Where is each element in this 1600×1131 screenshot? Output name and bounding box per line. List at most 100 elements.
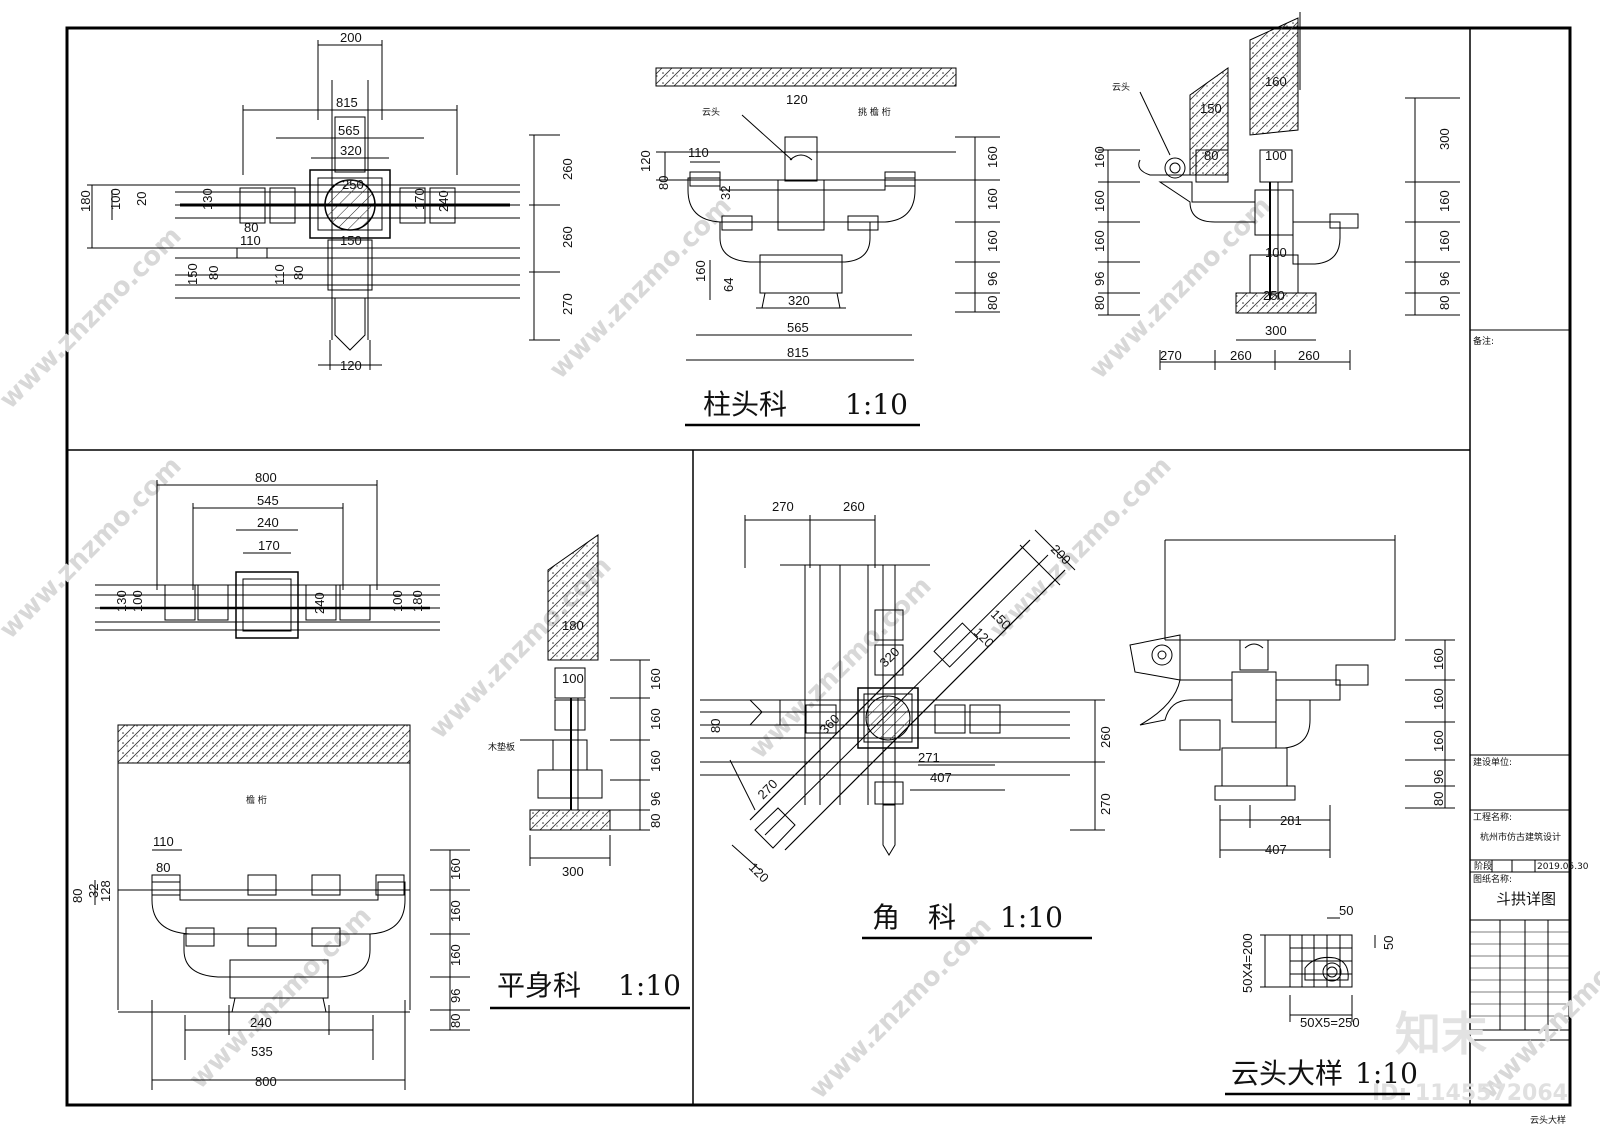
- svg-text:160: 160: [985, 230, 1000, 252]
- zhutouke-plan-dims: 200 815 565 320 250 150 80 110 120 180 1…: [78, 30, 575, 373]
- jiaoke-side: [1129, 535, 1455, 858]
- svg-text:80: 80: [206, 266, 221, 280]
- svg-text:100: 100: [130, 590, 145, 612]
- yuntou-dims: 50 50 50X4=200 50X5=250: [1240, 903, 1396, 1030]
- svg-text:270: 270: [560, 293, 575, 315]
- svg-text:100: 100: [1265, 245, 1287, 260]
- title-block-footer: 云头大样: [1530, 1114, 1566, 1126]
- svg-text:160: 160: [648, 708, 663, 730]
- pingshenke-front: [94, 724, 470, 1090]
- svg-text:160: 160: [1092, 146, 1107, 168]
- svg-text:260: 260: [560, 158, 575, 180]
- title-block-stage: 阶段: [1474, 860, 1492, 872]
- svg-text:250: 250: [1263, 288, 1285, 303]
- svg-text:170: 170: [258, 538, 280, 553]
- svg-text:96: 96: [1092, 272, 1107, 286]
- svg-text:300: 300: [1437, 128, 1452, 150]
- svg-text:20: 20: [134, 192, 149, 206]
- svg-text:565: 565: [338, 123, 360, 138]
- svg-text:96: 96: [1431, 770, 1446, 784]
- jiaoke-side-dims: 281 407 160 160 160 96 80: [1265, 648, 1446, 857]
- watermark-text: www.znzmo.com: [984, 451, 1178, 645]
- svg-text:96: 96: [648, 792, 663, 806]
- svg-text:32: 32: [86, 884, 101, 898]
- svg-text:100: 100: [562, 671, 584, 686]
- svg-text:50X4=200: 50X4=200: [1240, 933, 1255, 993]
- label-yuntou: 云头: [1112, 82, 1130, 93]
- svg-text:80: 80: [244, 220, 258, 235]
- svg-text:160: 160: [648, 668, 663, 690]
- svg-text:160: 160: [448, 858, 463, 880]
- svg-text:80: 80: [291, 266, 306, 280]
- label-tiaoyan: 挑 檐 桁: [858, 106, 891, 118]
- title-jiaoke: 角 科: [872, 901, 956, 934]
- svg-text:160: 160: [1437, 230, 1452, 252]
- svg-text:160: 160: [448, 900, 463, 922]
- pingshenke-plan-dims: 800 545 240 170 130 100 240 100 180: [114, 470, 425, 614]
- svg-text:271: 271: [918, 750, 940, 765]
- svg-text:300: 300: [562, 864, 584, 879]
- svg-text:270: 270: [772, 499, 794, 514]
- svg-text:160: 160: [1431, 730, 1446, 752]
- svg-text:80: 80: [1431, 792, 1446, 806]
- label-yuntou: 云头: [702, 107, 720, 118]
- svg-text:120: 120: [638, 150, 653, 172]
- svg-text:170: 170: [412, 188, 427, 210]
- label-yanheng: 檐 桁: [246, 794, 267, 806]
- svg-text:815: 815: [336, 95, 358, 110]
- svg-text:100: 100: [108, 188, 123, 210]
- svg-text:260: 260: [1098, 726, 1113, 748]
- zhutouke-plan: [87, 40, 560, 370]
- svg-text:80: 80: [985, 296, 1000, 310]
- svg-text:250: 250: [342, 177, 364, 192]
- svg-text:800: 800: [255, 1074, 277, 1089]
- watermark-brand: 知末: [1395, 1007, 1487, 1061]
- svg-text:240: 240: [250, 1015, 272, 1030]
- svg-text:180: 180: [78, 190, 93, 212]
- svg-text:200: 200: [340, 30, 362, 45]
- svg-text:80: 80: [1204, 148, 1218, 163]
- svg-text:96: 96: [985, 272, 1000, 286]
- svg-text:80: 80: [708, 719, 723, 733]
- svg-text:180: 180: [410, 590, 425, 612]
- svg-text:80: 80: [156, 860, 170, 875]
- watermark-text: www.znzmo.com: [0, 221, 188, 415]
- svg-text:96: 96: [448, 989, 463, 1003]
- title-zhutouke-scale: 1:10: [845, 388, 908, 421]
- title-block: [1470, 329, 1570, 1041]
- svg-text:260: 260: [1298, 348, 1320, 363]
- title-block-project-name: 杭州市仿古建筑设计: [1480, 831, 1561, 843]
- svg-text:80: 80: [70, 889, 85, 903]
- pingshenke-plan: [95, 480, 440, 639]
- svg-text:80: 80: [648, 814, 663, 828]
- title-jiaoke-scale: 1:10: [1000, 901, 1063, 934]
- svg-text:160: 160: [985, 188, 1000, 210]
- svg-text:270: 270: [1098, 793, 1113, 815]
- svg-text:160: 160: [648, 750, 663, 772]
- pingshenke-side-labels: 180 100 木垫板 300 160 160 160 96 80: [488, 618, 663, 879]
- svg-text:64: 64: [721, 278, 736, 292]
- pingshenke-front-labels: 檐 桁 110 80 80 32 128 240 535 800 160 160…: [70, 794, 463, 1089]
- svg-text:160: 160: [1431, 648, 1446, 670]
- svg-text:100: 100: [1265, 148, 1287, 163]
- svg-text:160: 160: [448, 944, 463, 966]
- svg-text:128: 128: [98, 880, 113, 902]
- svg-text:160: 160: [1092, 190, 1107, 212]
- watermark-text: www.znzmo.com: [0, 451, 188, 645]
- svg-text:130: 130: [200, 188, 215, 210]
- watermark-text: www.znzmo.com: [1474, 911, 1600, 1105]
- svg-text:150: 150: [340, 233, 362, 248]
- zhutouke-front-labels: 云头 挑 檐 桁 120 110 120 80 32 160 64 320 56…: [638, 92, 1000, 360]
- svg-text:80: 80: [1437, 296, 1452, 310]
- svg-text:281: 281: [1280, 813, 1302, 828]
- svg-text:407: 407: [1265, 842, 1287, 857]
- svg-text:160: 160: [1431, 688, 1446, 710]
- svg-text:150: 150: [1200, 101, 1222, 116]
- svg-text:300: 300: [1265, 323, 1287, 338]
- title-yuntou-scale: 1:10: [1355, 1057, 1418, 1090]
- title-pingshenke: 平身科: [497, 969, 581, 1002]
- svg-text:240: 240: [257, 515, 279, 530]
- zhutouke-side-labels: 云头 160 150 80 100 100 250 300 270 260 26…: [1092, 74, 1452, 363]
- svg-text:110: 110: [688, 145, 709, 160]
